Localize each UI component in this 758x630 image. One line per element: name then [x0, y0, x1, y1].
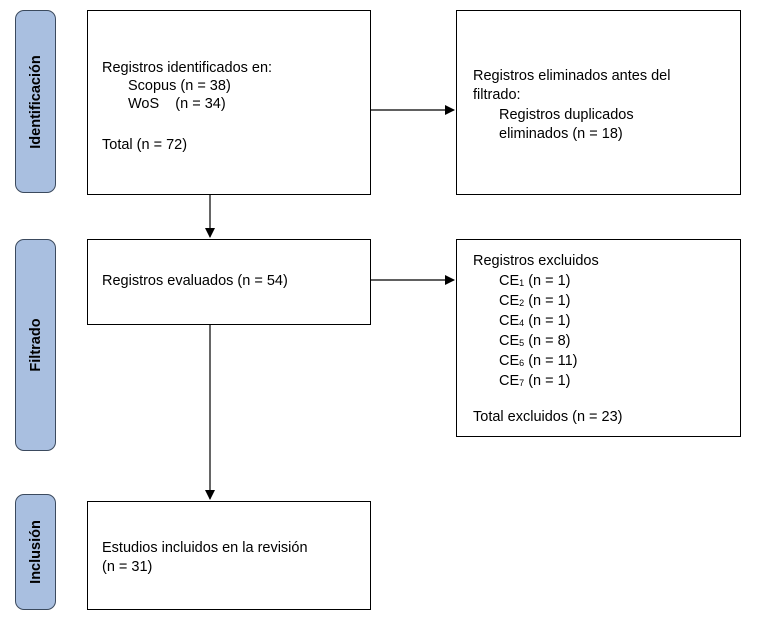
- phase-label-inclusion: Inclusión: [15, 494, 56, 610]
- excluded-heading: Registros excluidos: [473, 253, 599, 269]
- identified-total: Total (n = 72): [102, 137, 188, 153]
- exclusion-criterion-row: CE7 (n = 1): [499, 373, 571, 389]
- included-line-2: (n = 31): [102, 559, 153, 575]
- exclusion-criterion-row: CE5 (n = 8): [499, 333, 571, 349]
- exclusion-criterion-row: CE2 (n = 1): [499, 293, 571, 309]
- phase-label-identification: Identificación: [15, 10, 56, 193]
- excluded-total: Total excluidos (n = 23): [473, 409, 623, 425]
- exclusion-criterion-row: CE1 (n = 1): [499, 273, 571, 289]
- removed-line-1: Registros eliminados antes del: [473, 68, 671, 84]
- removed-line-2: filtrado:: [473, 87, 521, 103]
- screened-records-box: Registros evaluados (n = 54): [87, 239, 371, 325]
- screened-text: Registros evaluados (n = 54): [102, 273, 288, 289]
- identified-records-box: Registros identificados en: Scopus (n = …: [87, 10, 371, 195]
- exclusion-criterion-row: CE6 (n = 11): [499, 353, 578, 369]
- exclusion-criterion-row: CE4 (n = 1): [499, 313, 571, 329]
- excluded-records-box: Registros excluidos CE1 (n = 1) CE2 (n =…: [456, 239, 741, 437]
- identified-source-wos: WoS (n = 34): [128, 96, 226, 112]
- removed-line-3: Registros duplicados: [499, 107, 634, 123]
- included-line-1: Estudios incluidos en la revisión: [102, 540, 308, 556]
- identified-source-scopus: Scopus (n = 38): [128, 78, 231, 94]
- removed-line-4: eliminados (n = 18): [499, 126, 623, 142]
- removed-records-box: Registros eliminados antes del filtrado:…: [456, 10, 741, 195]
- phase-label-screening: Filtrado: [15, 239, 56, 451]
- included-studies-box: Estudios incluidos en la revisión (n = 3…: [87, 501, 371, 610]
- identified-heading: Registros identificados en:: [102, 60, 273, 76]
